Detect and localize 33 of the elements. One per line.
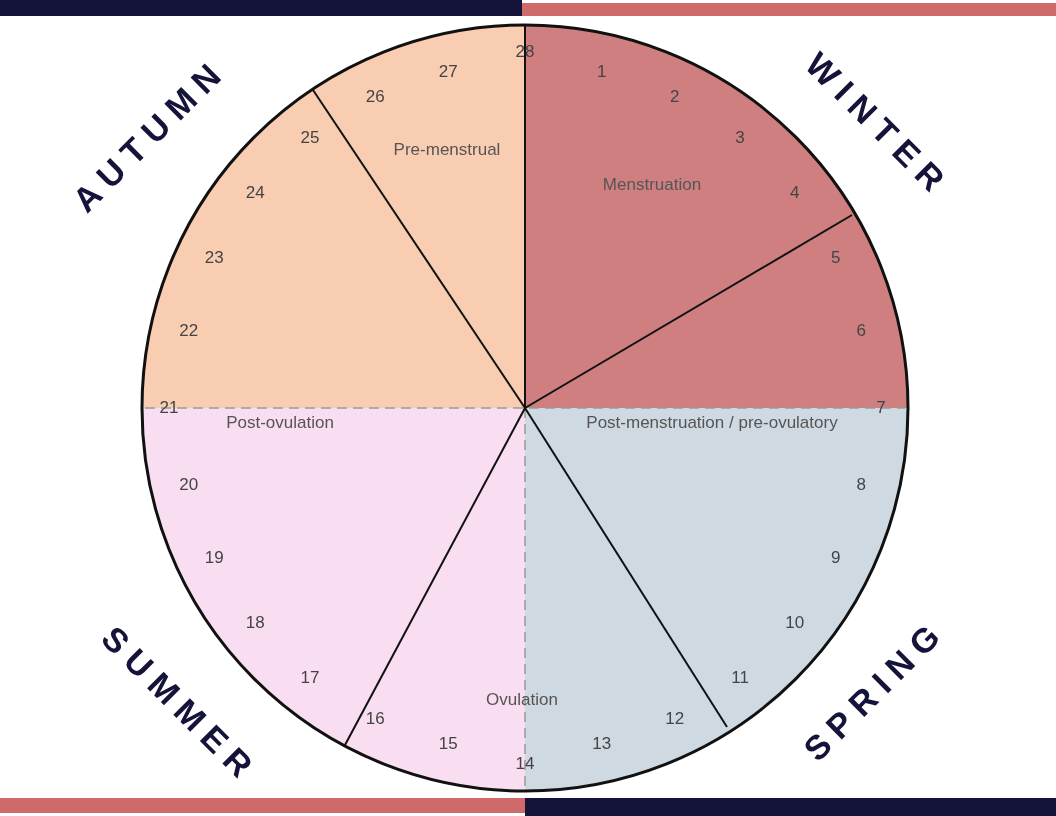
- day-number: 10: [785, 613, 805, 634]
- day-number: 11: [731, 667, 749, 688]
- day-number: 25: [300, 128, 320, 149]
- phase-label: Post-ovulation: [226, 413, 334, 432]
- day-number: 21: [159, 398, 179, 418]
- day-number: 4: [790, 182, 800, 203]
- day-number: 16: [365, 708, 385, 729]
- day-number: 28: [515, 42, 535, 62]
- day-number: 22: [179, 321, 199, 342]
- day-number: 9: [831, 547, 841, 568]
- phase-label: Post-menstruation / pre-ovulatory: [586, 413, 838, 432]
- day-number: 17: [300, 667, 320, 688]
- phase-label: Ovulation: [486, 690, 558, 709]
- day-number: 27: [438, 61, 458, 82]
- day-number: 18: [245, 613, 265, 633]
- day-number: 12: [665, 708, 685, 729]
- day-number: 3: [735, 128, 745, 149]
- day-number: 1: [597, 61, 607, 82]
- day-number: 2: [669, 87, 680, 108]
- day-number: 13: [592, 734, 612, 755]
- day-number: 7: [876, 398, 886, 418]
- day-number: 23: [204, 248, 224, 269]
- day-number: 19: [204, 547, 224, 568]
- day-number: 26: [365, 87, 385, 108]
- day-number: 15: [438, 734, 458, 755]
- phase-label: Pre-menstrual: [393, 140, 501, 159]
- day-number: 14: [515, 754, 535, 774]
- day-number: 8: [856, 474, 867, 495]
- day-number: 20: [179, 474, 199, 495]
- day-number: 6: [856, 321, 867, 342]
- day-number: 24: [245, 182, 265, 203]
- day-number: 5: [831, 248, 841, 269]
- phase-label: Menstruation: [602, 175, 702, 194]
